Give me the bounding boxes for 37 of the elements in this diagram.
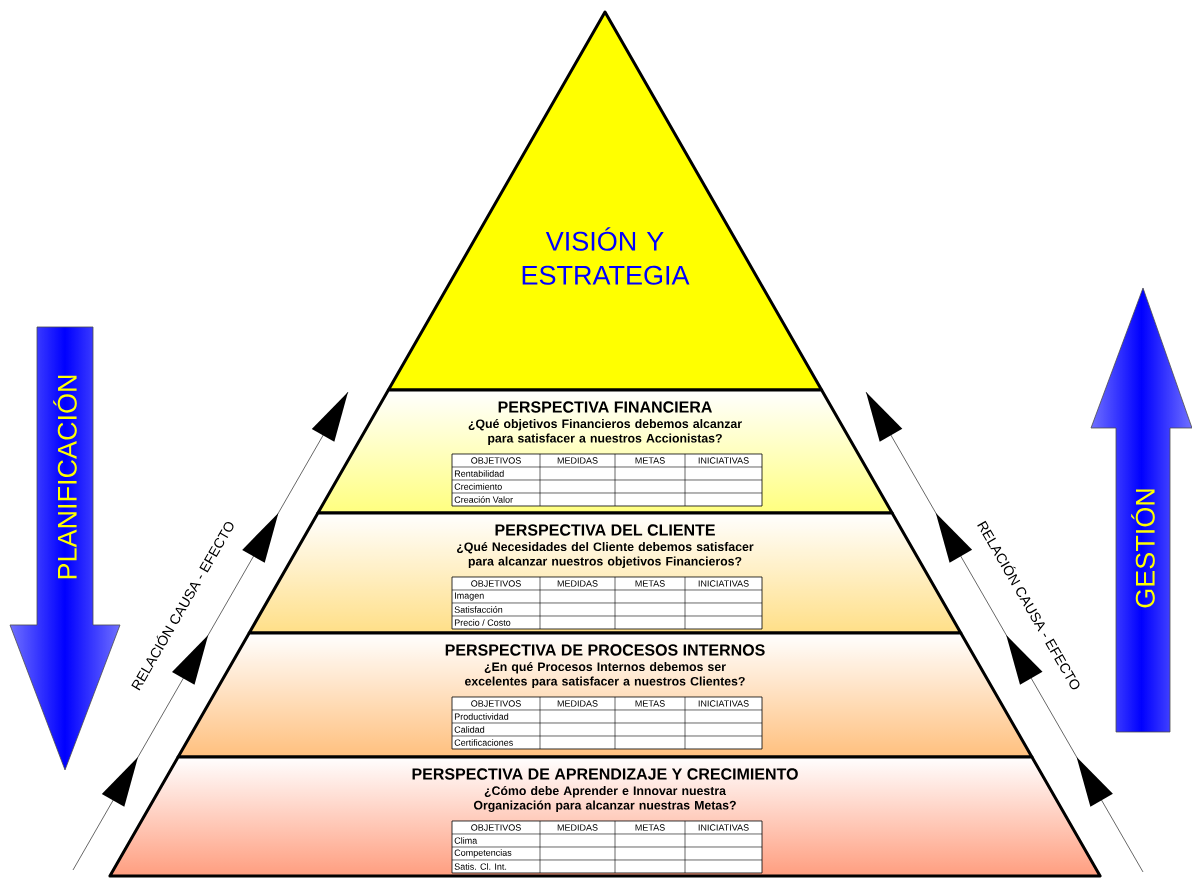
table-header: MEDIDAS (557, 824, 598, 831)
table-header: OBJETIVOS (471, 580, 521, 587)
table-header: OBJETIVOS (471, 457, 521, 464)
table-header: OBJETIVOS (471, 700, 521, 707)
apex-triangle: VISIÓN Y ESTRATEGIA (386, 10, 824, 392)
table-header: METAS (635, 824, 665, 831)
table-row-label: Clima (454, 837, 478, 844)
table-header: METAS (635, 580, 665, 587)
table-header: MEDIDAS (557, 457, 598, 464)
table-row-label: Rentabilidad (454, 470, 504, 477)
table-row-label: Satisfacción (454, 606, 503, 613)
band-heading: PERSPECTIVA DE PROCESOS INTERNOS (445, 644, 765, 656)
band-heading: PERSPECTIVA DEL CLIENTE (495, 524, 715, 536)
table-header: INICIATIVAS (698, 457, 749, 464)
band-heading: PERSPECTIVA DE APRENDIZAJE Y CRECIMIENTO (412, 768, 798, 780)
band-question: ¿Cómo debe Aprender e Innovar nuestra Organización para alcanzar nuestras Metas? (473, 785, 736, 813)
band-heading: PERSPECTIVA FINANCIERA (498, 401, 712, 413)
table-header: METAS (635, 457, 665, 464)
table-row-label: Satis. Cl. Int. (454, 863, 507, 870)
table-row-label: Creación Valor (454, 496, 513, 503)
table-row-label: Certificaciones (454, 739, 513, 746)
band-question: ¿Qué Necesidades del Cliente debemos satisfacer para alcanzar nuestros objetivos Financieros? (457, 541, 754, 569)
table-header: MEDIDAS (557, 700, 598, 707)
table-header: MEDIDAS (557, 580, 598, 587)
band-question: ¿Qué objetivos Financieros debemos alcanzar para satisfacer a nuestros Accionistas? (468, 418, 742, 446)
table-header: INICIATIVAS (698, 824, 749, 831)
table-header: INICIATIVAS (698, 700, 749, 707)
table-header: INICIATIVAS (698, 580, 749, 587)
table-header: OBJETIVOS (471, 824, 521, 831)
band-question: ¿En qué Procesos Internos debemos ser excelentes para satisfacer a nuestros Clientes? (465, 661, 745, 689)
table-row-label: Imagen (455, 592, 484, 601)
table-row-label: Crecimiento (454, 483, 502, 490)
table-row-label: Competencias (454, 849, 512, 858)
table-row-label: Precio / Costo (454, 619, 511, 626)
table-row-label: Calidad (454, 726, 485, 733)
table-header: METAS (635, 700, 665, 707)
table-row-label: Productividad (454, 713, 509, 720)
